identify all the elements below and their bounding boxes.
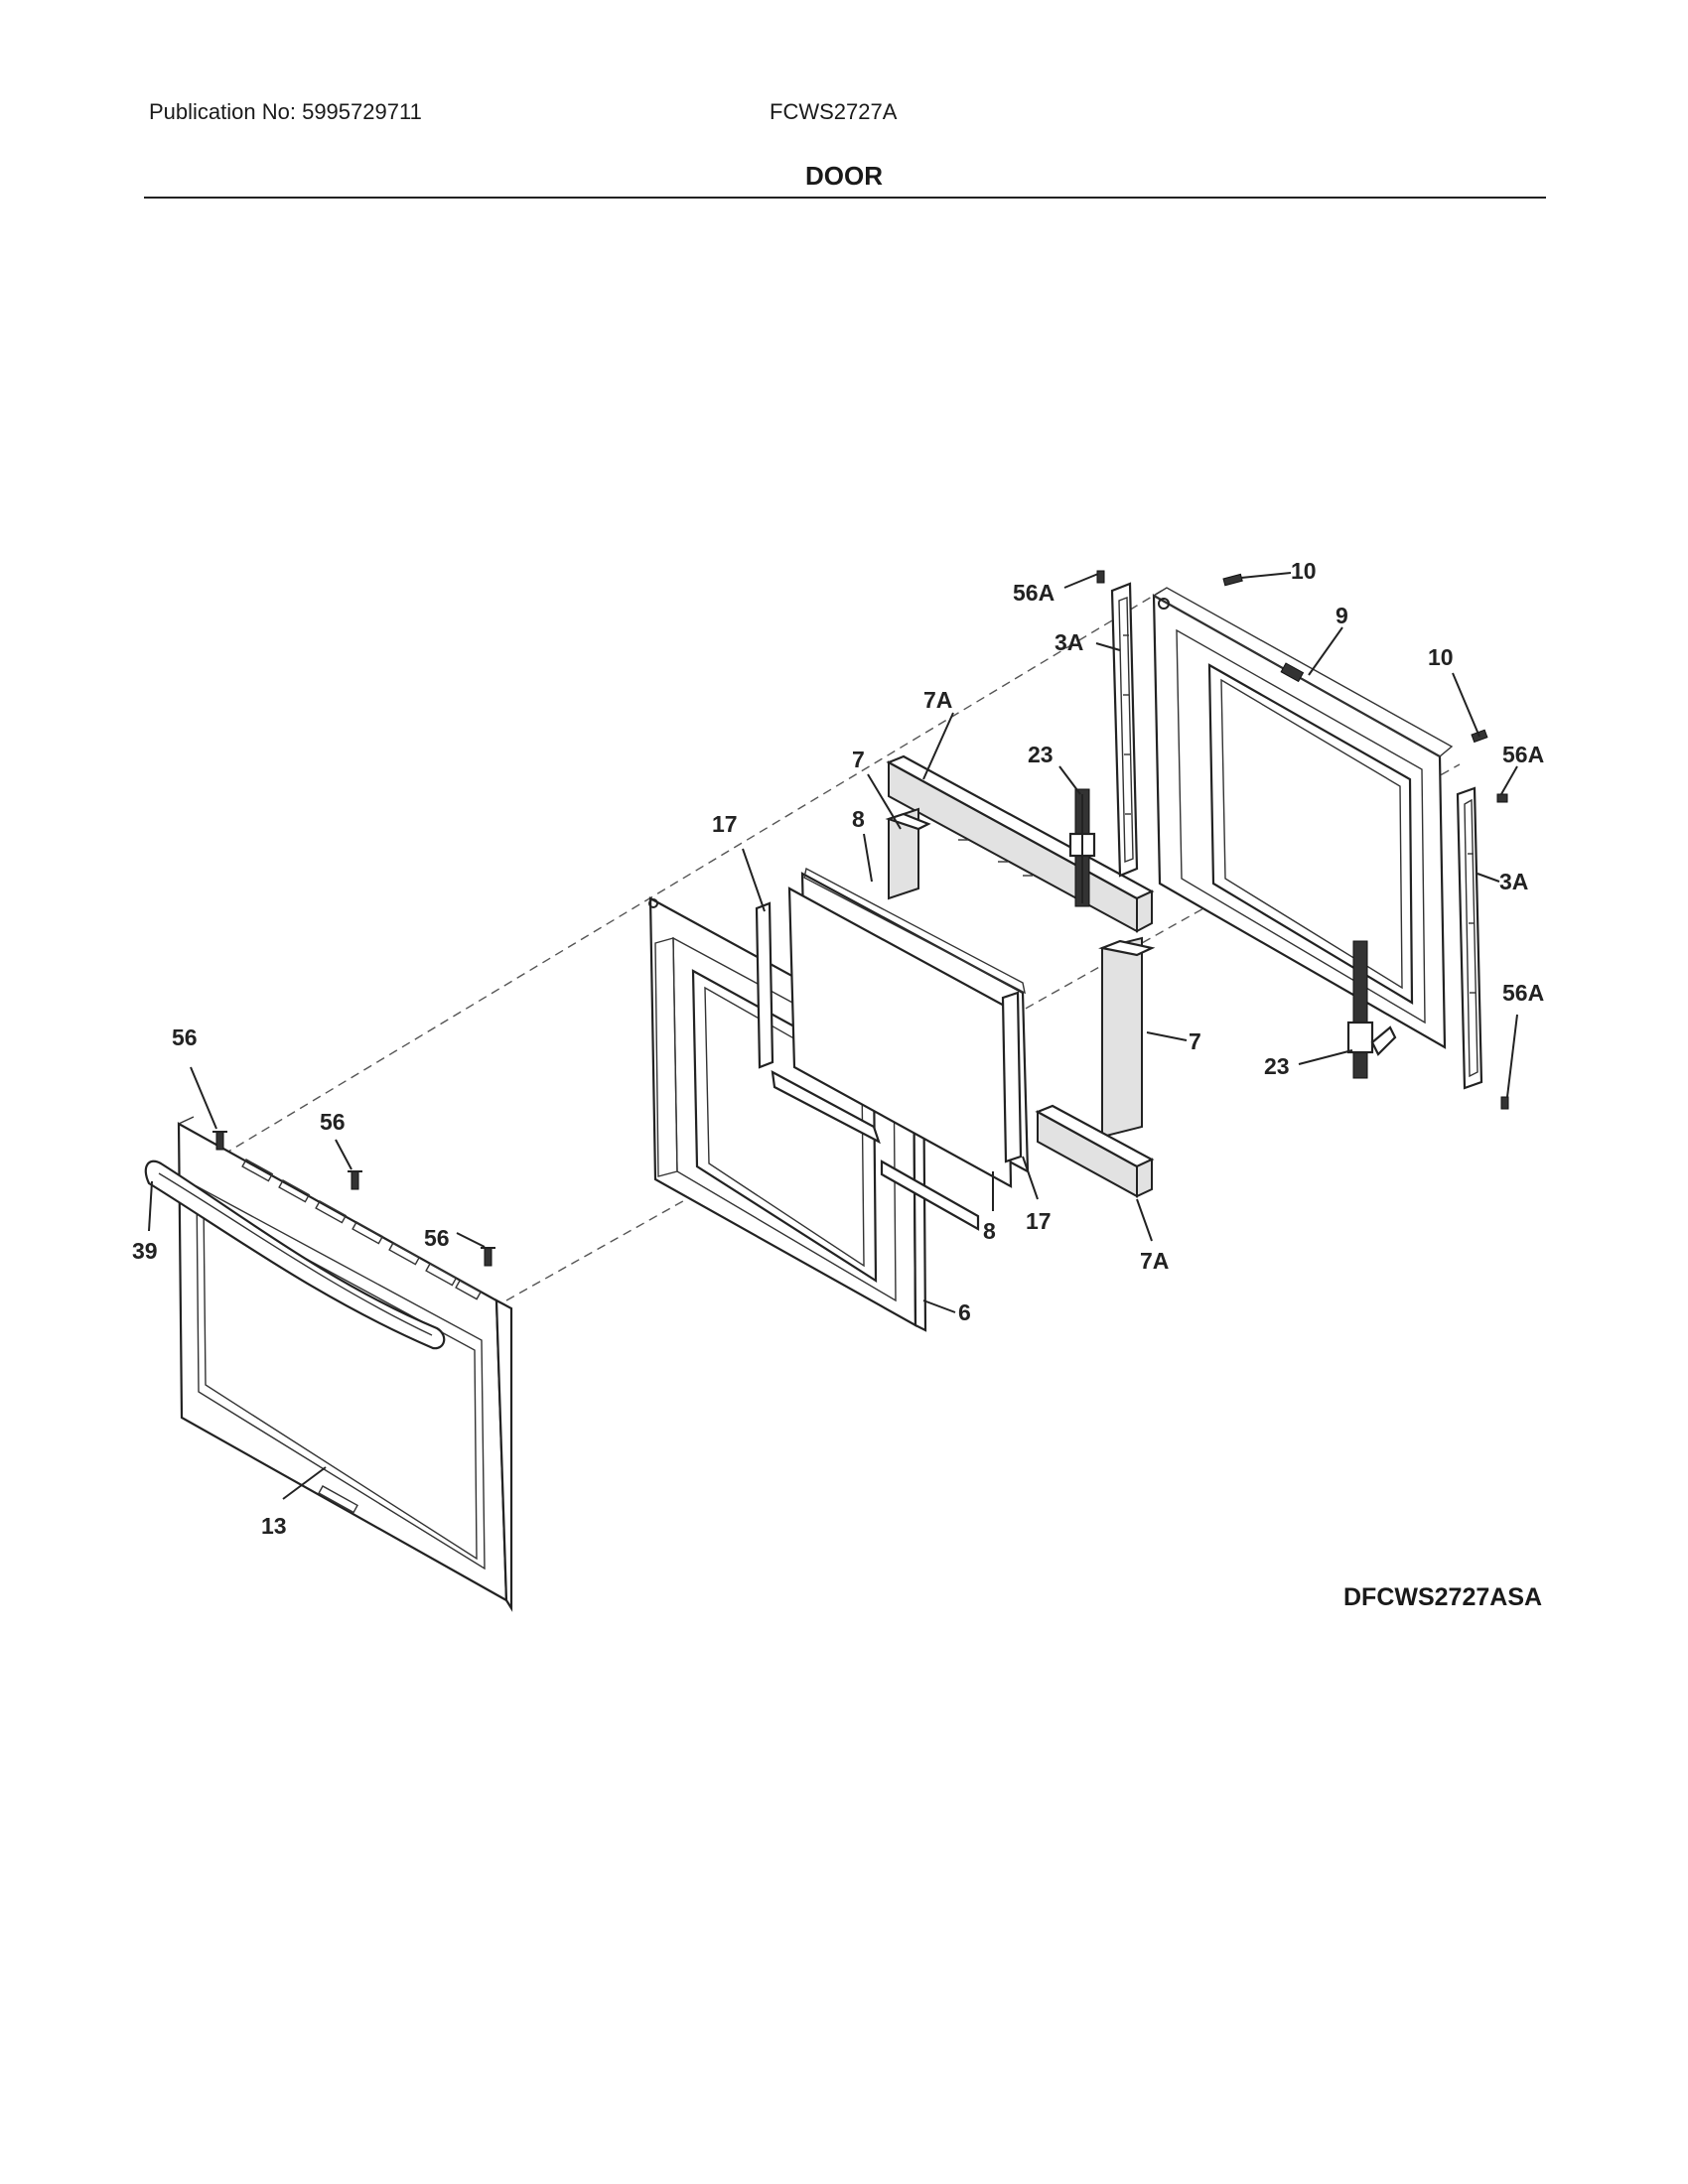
callout-3a: 3A xyxy=(1499,869,1528,894)
screw-icon xyxy=(1222,573,1243,587)
hinge-upper xyxy=(1068,788,1096,907)
side-channel-left xyxy=(1110,582,1139,878)
liner-clip xyxy=(1280,662,1305,683)
callout-56: 56 xyxy=(320,1109,346,1135)
callout-56a: 56A xyxy=(1502,980,1544,1006)
side-channel-right xyxy=(1456,786,1483,1090)
callout-23: 23 xyxy=(1028,742,1054,767)
insulation-block-right xyxy=(1098,936,1156,1139)
screw-icon xyxy=(1500,1096,1509,1110)
callout-3a: 3A xyxy=(1055,629,1083,655)
callout-56a: 56A xyxy=(1013,580,1055,606)
callout-23: 23 xyxy=(1264,1053,1290,1079)
callout-8: 8 xyxy=(983,1218,996,1244)
callout-labels: 56A 10 9 3A 10 56A 7A 23 7 8 17 3A 56A 7… xyxy=(132,558,1544,1539)
callout-56: 56 xyxy=(424,1225,450,1251)
glass-bracket-left xyxy=(755,901,881,1145)
leader-lines xyxy=(148,572,1518,1500)
screw-56-set xyxy=(212,1131,495,1267)
callout-10: 10 xyxy=(1291,558,1317,584)
screw-icon xyxy=(348,1170,362,1190)
callout-8: 8 xyxy=(852,806,865,832)
callout-7: 7 xyxy=(1189,1028,1201,1054)
header-rule xyxy=(144,197,1546,199)
publication-number: Publication No: 5995729711 xyxy=(149,99,422,124)
callout-39: 39 xyxy=(132,1238,158,1264)
callout-9: 9 xyxy=(1336,603,1348,628)
callout-56a: 56A xyxy=(1502,742,1544,767)
callout-7a: 7A xyxy=(923,687,952,713)
callout-7: 7 xyxy=(852,747,865,772)
glass-bracket-right xyxy=(1001,991,1023,1163)
door-liner xyxy=(1152,587,1454,1049)
callout-13: 13 xyxy=(261,1513,287,1539)
callout-17: 17 xyxy=(1026,1208,1052,1234)
insulation-strip-top xyxy=(886,754,1155,933)
callout-6: 6 xyxy=(958,1299,971,1325)
screw-56a-10-set xyxy=(1096,570,1509,1110)
insulation-strip-bottom xyxy=(1035,1104,1155,1198)
screw-icon xyxy=(1096,570,1105,584)
callout-10: 10 xyxy=(1428,644,1454,670)
inner-glass-panels xyxy=(787,867,1030,1231)
screw-icon xyxy=(1496,793,1508,803)
diagram-code: DFCWS2727ASA xyxy=(1343,1583,1543,1611)
hinge-lower xyxy=(1346,940,1397,1079)
model-number: FCWS2727A xyxy=(770,99,898,124)
brand-logo-plate xyxy=(318,1485,358,1514)
insulation-block-left xyxy=(885,807,931,900)
callout-56: 56 xyxy=(172,1024,198,1050)
screw-icon xyxy=(212,1131,227,1151)
section-title: DOOR xyxy=(805,161,883,191)
door-handle xyxy=(144,1160,446,1350)
callout-17: 17 xyxy=(712,811,738,837)
screw-icon xyxy=(481,1247,495,1267)
outer-door-panel xyxy=(177,1116,513,1612)
callout-7a: 7A xyxy=(1140,1248,1169,1274)
